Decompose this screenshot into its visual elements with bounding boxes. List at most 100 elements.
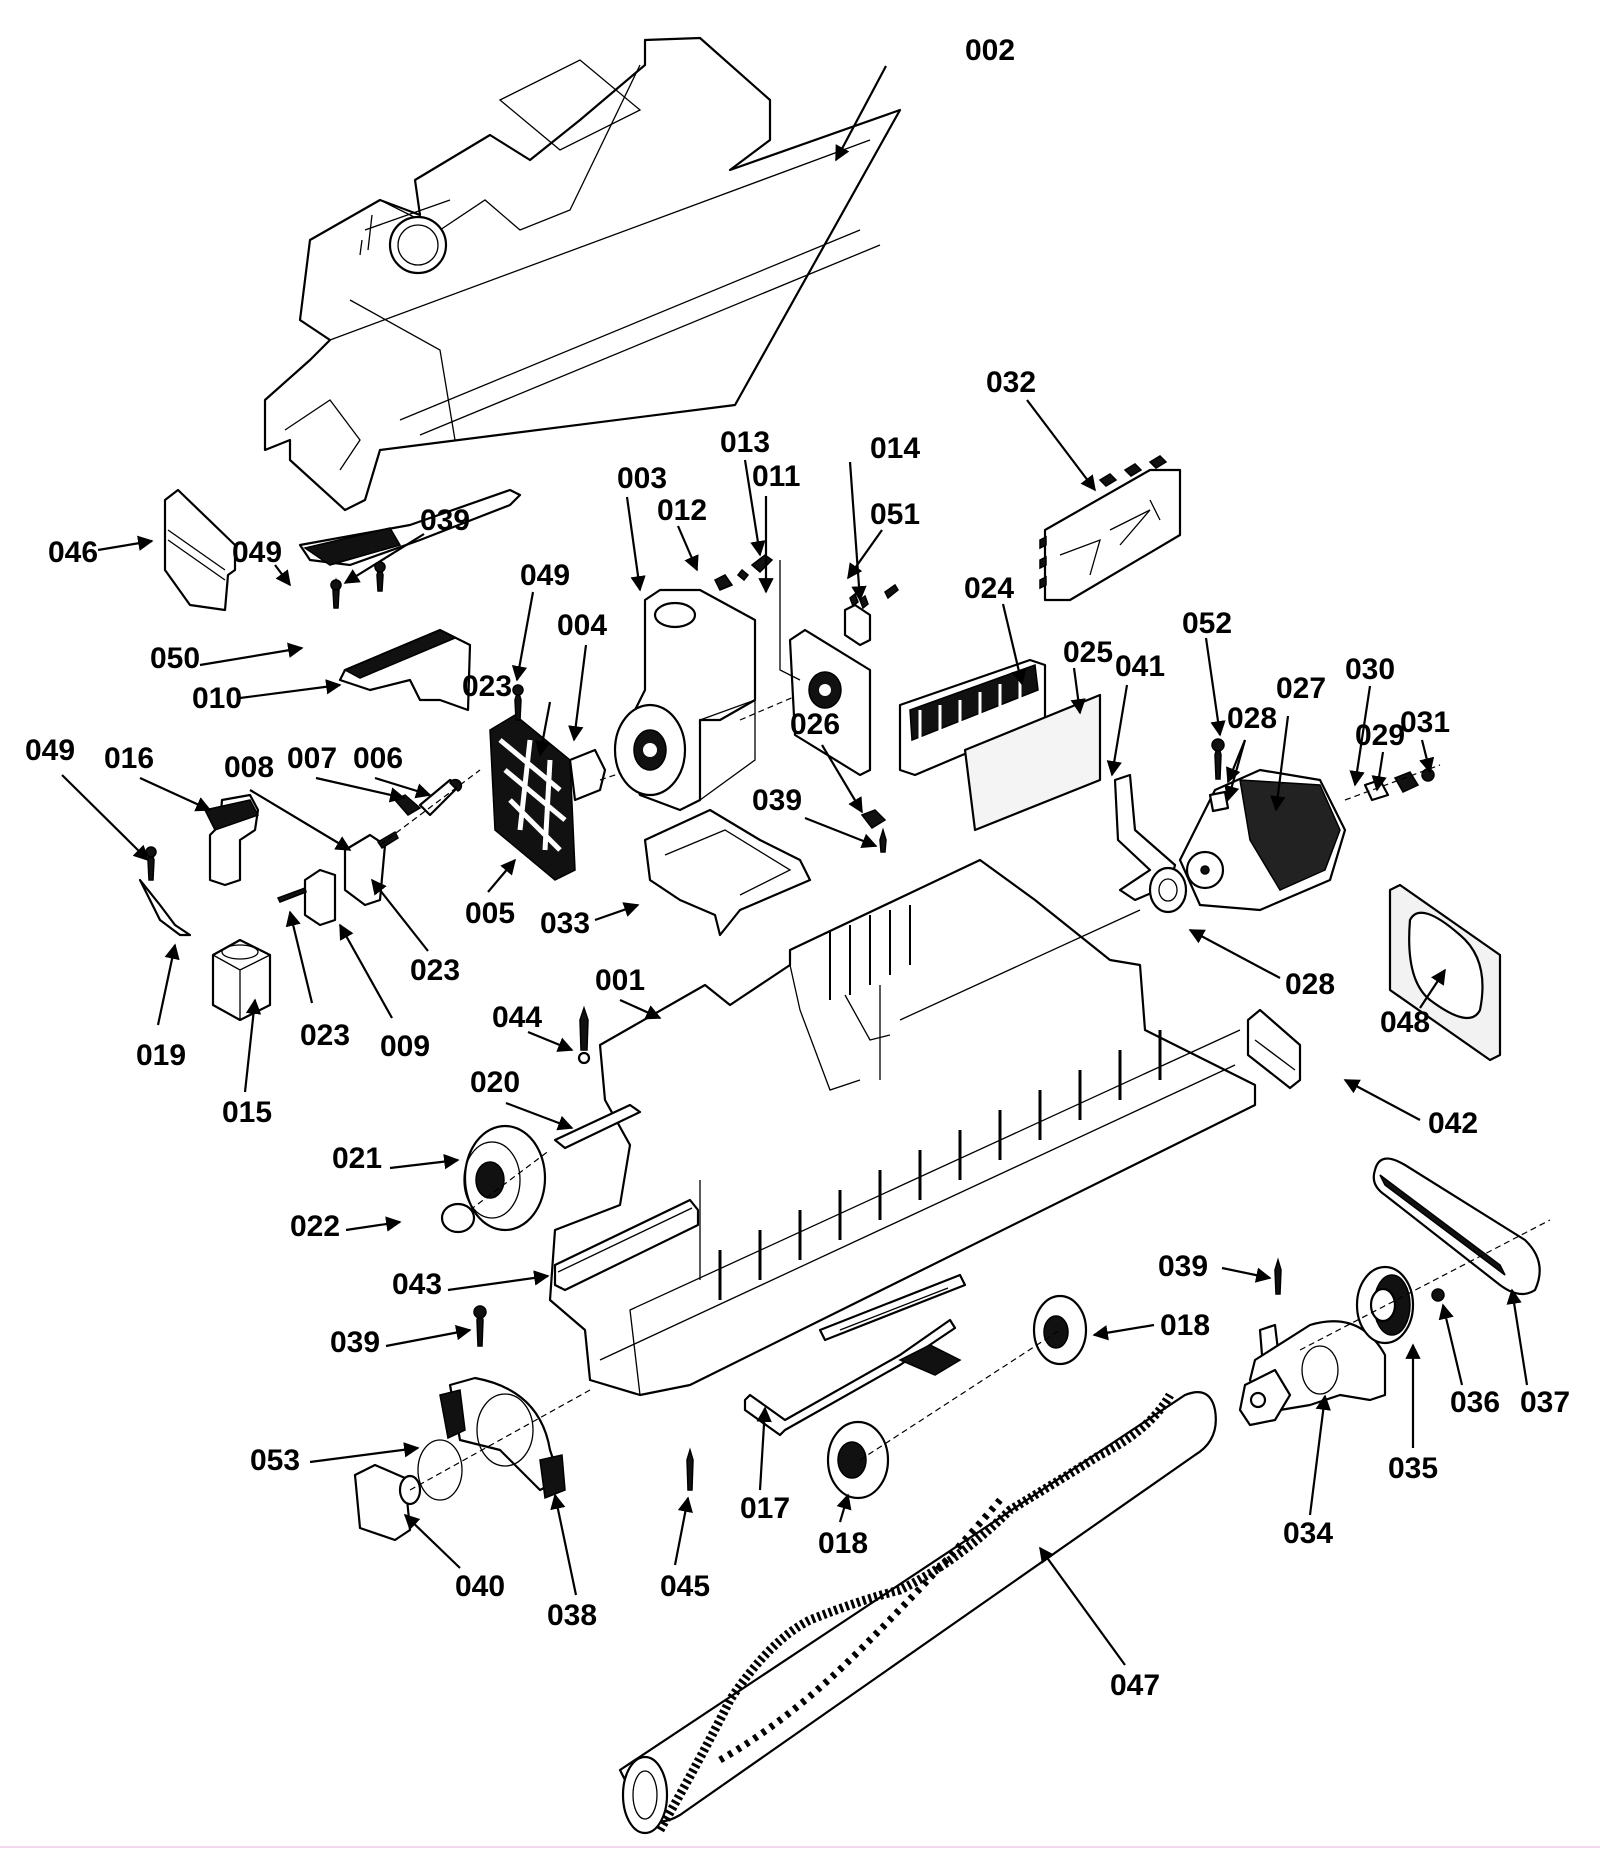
front-bumper-drawing [1246, 1008, 1302, 1090]
callout-040[interactable]: 040 [403, 1513, 505, 1603]
callout-016[interactable]: 016 [104, 742, 212, 812]
callout-004[interactable]: 004 [557, 609, 607, 742]
callout-022[interactable]: 022 [290, 1210, 402, 1243]
callout-021[interactable]: 021 [332, 1142, 460, 1175]
callout-037[interactable]: 037 [1506, 1288, 1570, 1419]
svg-text:041: 041 [1115, 650, 1165, 683]
svg-text:042: 042 [1428, 1107, 1478, 1140]
svg-text:001: 001 [595, 964, 645, 997]
callout-049-left[interactable]: 049 [25, 734, 150, 862]
callout-043[interactable]: 043 [392, 1268, 550, 1301]
callout-023-mid[interactable]: 023 [371, 878, 460, 987]
svg-text:022: 022 [290, 1210, 340, 1243]
svg-text:031: 031 [1400, 706, 1450, 739]
callout-050[interactable]: 050 [150, 642, 304, 675]
callout-028-lower[interactable]: 028 [1188, 929, 1335, 1001]
callout-051[interactable]: 051 [847, 498, 920, 580]
callout-015[interactable]: 015 [222, 998, 272, 1129]
callout-005[interactable]: 005 [465, 858, 516, 930]
callouts: 002 032 013 014 003 011 012 [25, 34, 1570, 1702]
motor-drawing [1148, 738, 1441, 914]
svg-text:047: 047 [1110, 1669, 1160, 1702]
svg-text:045: 045 [660, 1570, 710, 1603]
callout-013[interactable]: 013 [720, 426, 770, 557]
bottom-border [0, 1846, 1600, 1848]
callout-035[interactable]: 035 [1388, 1343, 1438, 1485]
svg-text:010: 010 [192, 682, 242, 715]
svg-text:017: 017 [740, 1492, 790, 1525]
callout-039-pedal[interactable]: 039 [343, 504, 470, 584]
callout-023-left[interactable]: 023 [285, 910, 350, 1052]
callout-031[interactable]: 031 [1400, 706, 1450, 774]
callout-041[interactable]: 041 [1106, 650, 1165, 777]
callout-006[interactable]: 006 [353, 742, 432, 799]
callout-039-cord[interactable]: 039 [752, 784, 878, 849]
svg-text:003: 003 [617, 462, 667, 495]
callout-039-brush[interactable]: 039 [1158, 1250, 1272, 1283]
callout-010[interactable]: 010 [192, 679, 342, 715]
callout-032[interactable]: 032 [986, 366, 1096, 492]
brush-roll-drawing [618, 1391, 1217, 1835]
svg-text:051: 051 [870, 498, 920, 531]
callout-003[interactable]: 003 [617, 462, 667, 592]
callout-017[interactable]: 017 [740, 1406, 790, 1525]
callout-018-right[interactable]: 018 [1092, 1309, 1210, 1342]
svg-text:019: 019 [136, 1039, 186, 1072]
callout-049-fan[interactable]: 049 [511, 559, 570, 682]
callout-052[interactable]: 052 [1182, 607, 1232, 737]
svg-text:050: 050 [150, 642, 200, 675]
callout-019[interactable]: 019 [136, 943, 186, 1072]
callout-008[interactable]: 008 [224, 751, 352, 851]
svg-text:052: 052 [1182, 607, 1232, 640]
callout-038[interactable]: 038 [547, 1493, 597, 1632]
callout-042[interactable]: 042 [1343, 1079, 1478, 1140]
callout-025[interactable]: 025 [1063, 636, 1113, 715]
callout-044[interactable]: 044 [492, 1001, 574, 1052]
callout-029[interactable]: 029 [1355, 719, 1405, 792]
fan-housing-drawing [613, 588, 811, 812]
callout-026[interactable]: 026 [790, 708, 863, 814]
callout-009[interactable]: 009 [339, 923, 430, 1063]
svg-text:011: 011 [752, 460, 800, 493]
svg-text:039: 039 [752, 784, 802, 817]
pedal-drawing [298, 488, 522, 712]
svg-text:034: 034 [1283, 1517, 1333, 1550]
callout-039-housing[interactable]: 039 [330, 1325, 472, 1359]
bearing-housing-drawing [353, 1305, 591, 1542]
svg-text:026: 026 [790, 708, 840, 741]
callout-030[interactable]: 030 [1345, 653, 1395, 787]
pedal-screws-drawing [330, 561, 386, 609]
callout-024[interactable]: 024 [964, 572, 1027, 686]
callout-018-left[interactable]: 018 [818, 1493, 868, 1560]
callout-045[interactable]: 045 [660, 1496, 710, 1603]
callout-053[interactable]: 053 [250, 1442, 420, 1477]
svg-text:004: 004 [557, 609, 607, 642]
svg-text:015: 015 [222, 1096, 272, 1129]
callout-049-pedal[interactable]: 049 [232, 536, 291, 587]
svg-text:035: 035 [1388, 1452, 1438, 1485]
callout-046[interactable]: 046 [48, 535, 154, 569]
svg-text:018: 018 [1160, 1309, 1210, 1342]
callout-028-top[interactable]: 028 [1224, 702, 1277, 802]
callout-001[interactable]: 001 [595, 964, 662, 1020]
brush-drive-drawing [1238, 1157, 1551, 1427]
callout-036[interactable]: 036 [1438, 1303, 1500, 1419]
side-bumper-drawing [553, 1198, 700, 1292]
callout-007[interactable]: 007 [287, 742, 406, 803]
callout-012[interactable]: 012 [657, 494, 707, 572]
callout-047[interactable]: 047 [1039, 1546, 1160, 1702]
callout-034[interactable]: 034 [1283, 1394, 1333, 1550]
callout-033[interactable]: 033 [540, 902, 640, 940]
callout-023-top[interactable]: 023 [462, 670, 552, 757]
callout-048[interactable]: 048 [1380, 968, 1446, 1039]
svg-text:043: 043 [392, 1268, 442, 1301]
callout-002[interactable]: 002 [835, 34, 1015, 162]
callout-020[interactable]: 020 [470, 1066, 574, 1131]
callout-011[interactable]: 011 [752, 460, 800, 594]
latch-drawing [163, 488, 237, 612]
filter-drawing [898, 658, 1102, 832]
callout-027[interactable]: 027 [1270, 672, 1326, 812]
svg-text:008: 008 [224, 751, 274, 784]
svg-text:049: 049 [232, 536, 282, 569]
svg-text:012: 012 [657, 494, 707, 527]
